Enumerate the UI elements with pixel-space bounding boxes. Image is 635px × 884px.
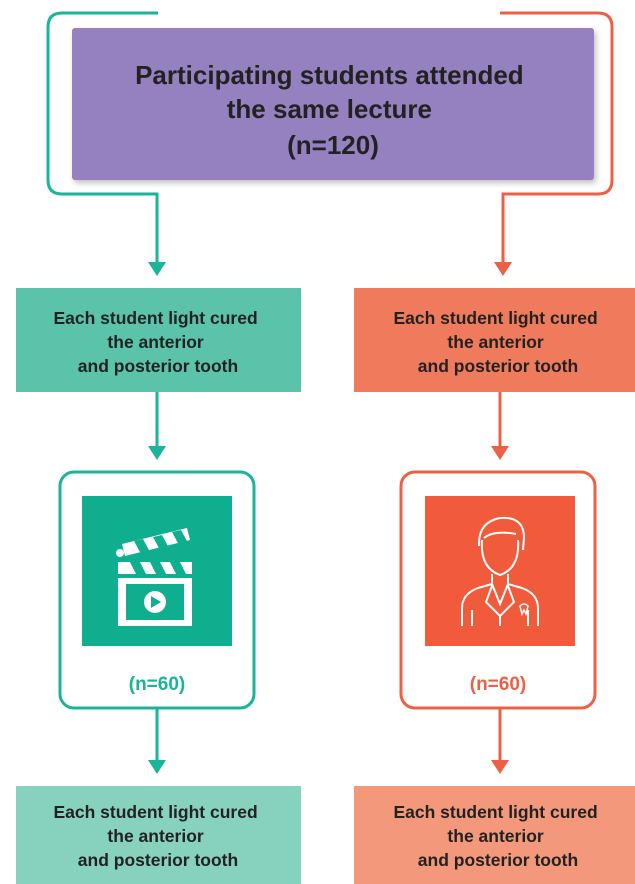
left-step3-line-2: the anterior bbox=[107, 826, 203, 846]
left-bracket bbox=[46, 11, 159, 262]
left-step3-line-1: Each student light cured bbox=[53, 802, 257, 822]
left-arrowhead-1 bbox=[148, 262, 166, 276]
video-clapperboard-icon bbox=[116, 528, 192, 626]
right-step1-line-2: the anterior bbox=[447, 332, 543, 352]
right-arrowhead-1 bbox=[494, 262, 512, 276]
left-step3-text: Each student light cured the anterior an… bbox=[53, 802, 262, 870]
right-step3-line-2: the anterior bbox=[447, 826, 543, 846]
right-step3-box bbox=[354, 786, 635, 884]
right-step1-box bbox=[354, 288, 635, 392]
right-arrowhead-3 bbox=[491, 760, 509, 774]
left-step1-box bbox=[16, 288, 301, 392]
left-step3-line-3: and posterior tooth bbox=[78, 850, 238, 870]
right-step3-line-1: Each student light cured bbox=[393, 802, 597, 822]
left-step3-box bbox=[16, 786, 301, 884]
left-step1-line-1: Each student light cured bbox=[53, 308, 257, 328]
right-step3-line-3: and posterior tooth bbox=[418, 850, 578, 870]
right-arrowhead-2 bbox=[491, 446, 509, 460]
top-line-3: (n=120) bbox=[287, 130, 379, 160]
left-step1-line-2: the anterior bbox=[107, 332, 203, 352]
top-line-1: Participating students attended bbox=[135, 60, 524, 90]
top-line-2: the same lecture bbox=[227, 94, 432, 124]
right-step3-text: Each student light cured the anterior an… bbox=[393, 802, 602, 870]
left-step1-text: Each student light cured the anterior an… bbox=[53, 308, 262, 376]
right-group-label: (n=60) bbox=[470, 674, 527, 695]
left-arrowhead-2 bbox=[148, 446, 166, 460]
right-step1-line-3: and posterior tooth bbox=[418, 356, 578, 376]
left-step1-line-3: and posterior tooth bbox=[78, 356, 238, 376]
right-bracket bbox=[500, 11, 614, 262]
right-step1-line-1: Each student light cured bbox=[393, 308, 597, 328]
top-box bbox=[72, 28, 594, 180]
top-box-text: Participating students attended the same… bbox=[135, 60, 531, 160]
left-arrowhead-3 bbox=[148, 760, 166, 774]
right-step1-text: Each student light cured the anterior an… bbox=[393, 308, 602, 376]
left-group-label: (n=60) bbox=[129, 674, 186, 695]
dentist-person-icon bbox=[461, 516, 539, 626]
